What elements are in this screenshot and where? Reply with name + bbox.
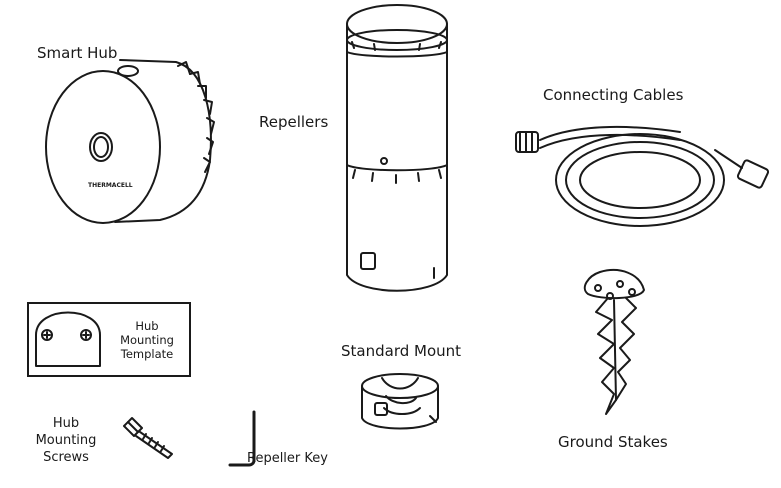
screws-line-1: Hub [52,416,80,431]
hub-logo: THERMACELL [88,182,133,189]
repeller-key-drawing [228,410,256,467]
label-smart-hub: Smart Hub [37,44,118,62]
label-repellers: Repellers [259,113,329,131]
screws-line-3: Screws [43,450,89,465]
label-hub-mounting-screws: Hub Mounting Screws [30,415,102,466]
smart-hub-drawing [45,59,215,224]
label-ground-stakes: Ground Stakes [558,433,668,451]
screws-line-2: Mounting [35,433,97,448]
template-line-3: Template [120,347,174,361]
connecting-cables-drawing [515,125,770,227]
label-repeller-key: Repeller Key [247,451,328,466]
label-standard-mount: Standard Mount [341,342,462,360]
template-line-2: Mounting [120,333,174,347]
label-connecting-cables: Connecting Cables [543,86,684,104]
template-line-1: Hub [135,319,159,333]
standard-mount-drawing [361,373,439,430]
repellers-drawing [346,4,448,292]
ground-stake-drawing [583,269,645,415]
template-drawing [35,311,101,367]
screw-drawing [123,417,173,459]
hub-mounting-template-box [27,302,191,377]
label-hub-mounting-template: Hub Mounting Template [112,319,182,361]
